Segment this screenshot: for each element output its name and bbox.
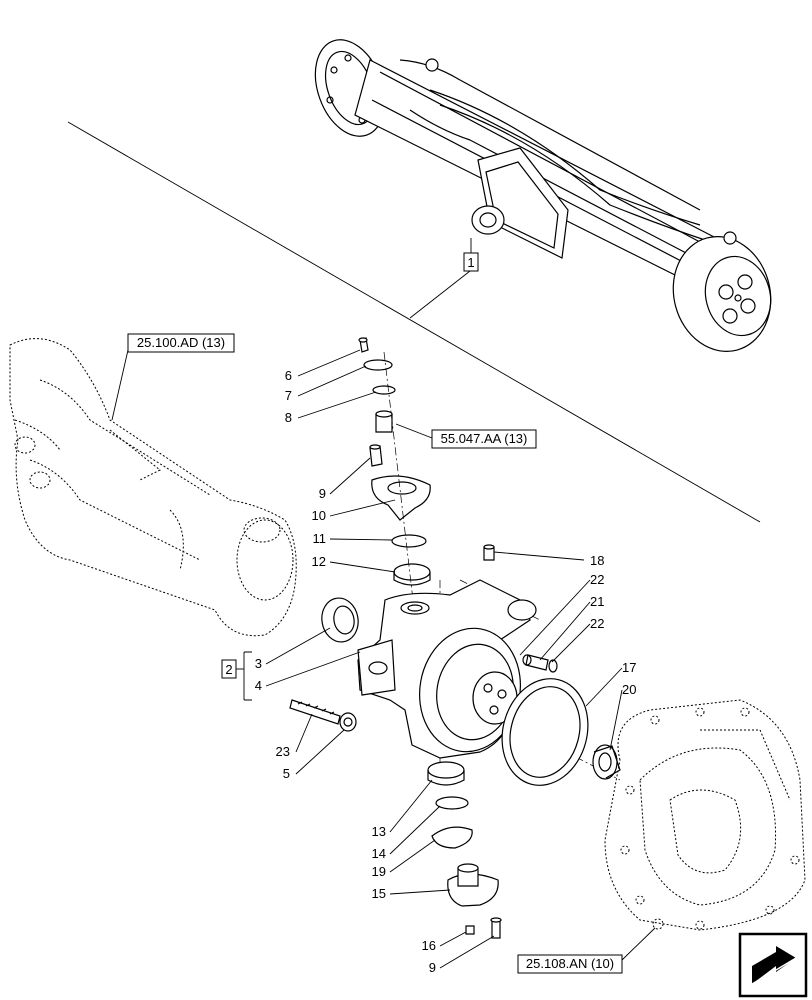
callout-16: 16 — [422, 938, 436, 953]
callout-7: 7 — [285, 388, 292, 403]
callout-23: 23 — [276, 744, 290, 759]
axle-assembly-illustration — [314, 39, 772, 352]
callout-leaders — [243, 349, 623, 969]
hub-reference-box[interactable] — [517, 954, 623, 974]
part-7-cap — [363, 359, 393, 371]
callout-12: 12 — [312, 554, 326, 569]
axle-reference-label[interactable]: 25.100.AD (13) — [137, 335, 225, 350]
axle-housing-ghost — [9, 338, 297, 637]
part-9-bolt-lower — [490, 917, 502, 939]
next-page-arrow-icon[interactable] — [738, 932, 808, 998]
callout-9-lower: 9 — [429, 960, 436, 975]
callout-3: 3 — [255, 656, 262, 671]
callout-15: 15 — [372, 886, 386, 901]
assembly-label: 1 — [467, 255, 474, 270]
hub-reference-label[interactable]: 25.108.AN (10) — [526, 956, 614, 971]
callout-21: 21 — [590, 594, 604, 609]
part-5-nut — [339, 712, 357, 732]
axle-reference-box[interactable] — [127, 333, 235, 353]
pin-reference-box[interactable] — [431, 429, 537, 449]
callout-22-lower: 22 — [590, 616, 604, 631]
part-15-lower-cap — [447, 863, 499, 907]
part-18-grease-nipple — [483, 544, 495, 561]
callout-13: 13 — [372, 824, 386, 839]
callout-19: 19 — [372, 864, 386, 879]
part-12-bearing — [393, 563, 431, 586]
part-8-oring — [372, 385, 396, 395]
part-20-bearing — [592, 744, 621, 780]
callout-4: 4 — [255, 678, 262, 693]
part-21-pin — [522, 654, 549, 671]
part-9-bolt-upper — [369, 444, 383, 467]
part-11-seal — [391, 534, 427, 548]
callout-5: 5 — [283, 766, 290, 781]
callout-18: 18 — [590, 553, 604, 568]
part-pin — [375, 410, 393, 433]
callout-9-upper: 9 — [319, 486, 326, 501]
part-6-screw — [358, 337, 369, 353]
part-13-bearing-lower — [427, 761, 465, 786]
part-22-ring-right — [548, 659, 558, 673]
part-16-plug — [465, 925, 475, 935]
hub-casting-ghost — [604, 699, 806, 931]
part-19-shim — [431, 826, 473, 849]
part-23-stud — [289, 699, 341, 725]
callout-8: 8 — [285, 410, 292, 425]
part-3-bushing — [321, 597, 359, 643]
section-divider-line — [67, 121, 761, 523]
callout-6: 6 — [285, 368, 292, 383]
callout-numbers: 6 7 8 9 10 11 12 3 4 23 5 13 14 19 15 16… — [255, 368, 637, 975]
part-17-large-seal — [501, 678, 589, 786]
callout-22-upper: 22 — [590, 572, 604, 587]
kit-label: 2 — [225, 662, 232, 677]
callout-11: 11 — [313, 531, 327, 546]
steering-knuckle — [357, 579, 537, 759]
callout-10: 10 — [312, 508, 326, 523]
callout-14: 14 — [372, 846, 386, 861]
pin-reference-label[interactable]: 55.047.AA (13) — [441, 431, 528, 446]
callout-20: 20 — [622, 682, 636, 697]
part-14-seal-lower — [435, 796, 469, 810]
callout-17: 17 — [622, 660, 636, 675]
